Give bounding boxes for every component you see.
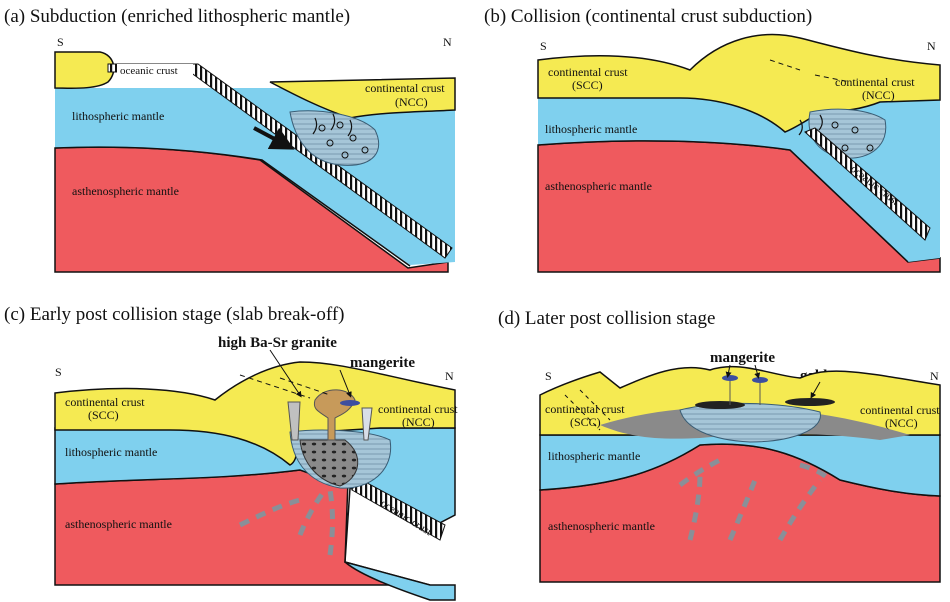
- panel-a-oceanic-crust-label: oceanic crust: [120, 65, 178, 77]
- panel-b: (b) Collision (continental crust subduct…: [484, 6, 941, 273]
- panel-d: (d) Later post collision stage S N mange…: [498, 308, 941, 583]
- panel-b-title: (b) Collision (continental crust subduct…: [484, 6, 812, 27]
- panel-b-continental-crust-left-label: continental crust: [548, 65, 628, 79]
- panel-c-north-label: N: [445, 369, 454, 383]
- panel-d-title: (d) Later post collision stage: [498, 308, 715, 329]
- panel-a-title: (a) Subduction (enriched lithospheric ma…: [4, 6, 350, 27]
- panel-c-ncc-label: (NCC): [402, 415, 435, 429]
- panel-c-mangerite-label: mangerite: [350, 355, 415, 371]
- panel-b-scc-label: (SCC): [572, 78, 603, 92]
- panel-d-ncc-label: (NCC): [885, 416, 918, 430]
- panel-c-title: (c) Early post collision stage (slab bre…: [4, 304, 344, 325]
- panel-a-lithospheric-mantle-label: lithospheric mantle: [72, 109, 164, 123]
- panel-d-lithosphere: [539, 434, 941, 497]
- panel-d-lithospheric-mantle-label: lithospheric mantle: [548, 449, 640, 463]
- panel-d-south-label: S: [545, 369, 552, 383]
- panel-b-continental-crust: [537, 33, 941, 133]
- panel-a: (a) Subduction (enriched lithospheric ma…: [4, 6, 456, 273]
- panel-c-granite-label: high Ba-Sr granite: [218, 335, 337, 351]
- panel-a-subduction-arrow: [253, 126, 295, 150]
- panel-d-continental-crust-left-label: continental crust: [545, 402, 625, 416]
- panel-d-north-label: N: [930, 369, 939, 383]
- panel-c-mafic-melt: [299, 439, 359, 487]
- panel-b-ncc-label: (NCC): [862, 88, 895, 102]
- panel-c-south-label: S: [55, 365, 62, 379]
- panel-d-asthenospheric-mantle-label: asthenospheric mantle: [548, 519, 655, 533]
- panel-b-north-label: N: [927, 39, 936, 53]
- panel-a-ncc-label: (NCC): [395, 95, 428, 109]
- panel-d-continental-crust-right-label: continental crust: [860, 403, 940, 417]
- panel-a-north-label: N: [443, 35, 452, 49]
- panel-c-lithospheric-mantle-label: lithospheric mantle: [65, 445, 157, 459]
- panel-c: (c) Early post collision stage (slab bre…: [4, 304, 458, 601]
- panel-b-lithospheric-mantle-label: lithospheric mantle: [545, 122, 637, 136]
- panel-d-scc-label: (SCC): [570, 415, 601, 429]
- panel-d-mangerite-label: mangerite: [710, 350, 775, 366]
- panel-a-enriched-zone: [289, 110, 380, 166]
- panel-a-continental-crust-label: continental crust: [365, 81, 445, 95]
- panel-b-asthenospheric-mantle-label: asthenospheric mantle: [545, 179, 652, 193]
- panel-b-south-label: S: [540, 39, 547, 53]
- panel-c-continental-crust: [54, 361, 456, 466]
- panel-c-asthenospheric-mantle-label: asthenospheric mantle: [65, 517, 172, 531]
- panel-c-upwelling-arrows: [238, 488, 335, 556]
- panel-c-continental-crust-right-label: continental crust: [378, 402, 458, 416]
- panel-a-continental-crust: [269, 77, 456, 119]
- panel-d-upwelling-arrows: [678, 457, 832, 542]
- panel-c-scc-label: (SCC): [88, 408, 119, 422]
- panel-a-south-label: S: [57, 35, 64, 49]
- panel-c-continental-crust-left-label: continental crust: [65, 395, 145, 409]
- panel-a-asthenospheric-mantle-label: asthenospheric mantle: [72, 184, 179, 198]
- panel-b-continental-crust-right-label: continental crust: [835, 75, 915, 89]
